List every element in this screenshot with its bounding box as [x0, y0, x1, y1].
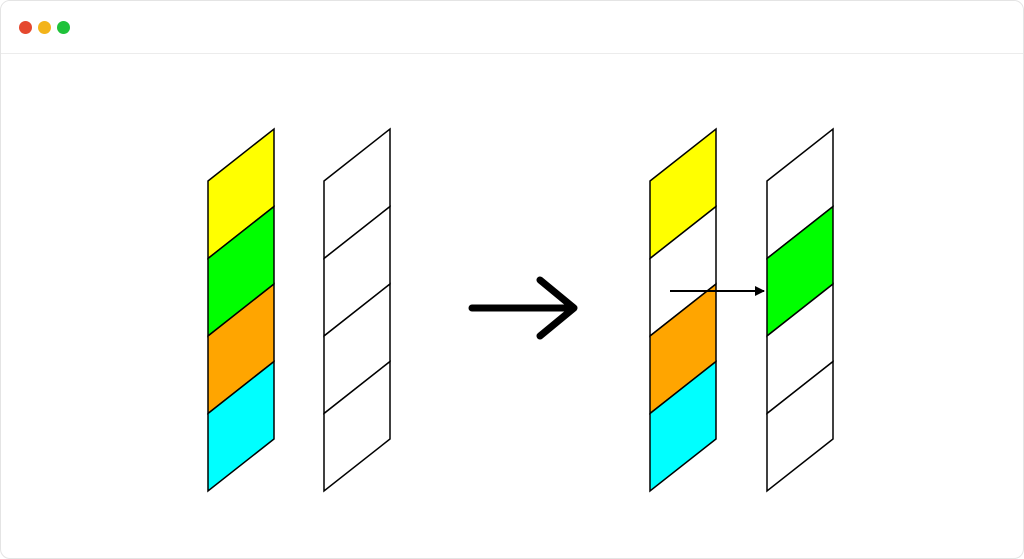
right-arrow-icon [468, 276, 578, 340]
memory-cell [207, 359, 275, 493]
before-target-column [323, 127, 391, 493]
after-state [649, 127, 834, 493]
zoom-window-button[interactable] [57, 21, 70, 34]
before-state [207, 127, 391, 493]
memory-cell [323, 359, 391, 493]
title-bar [1, 1, 1023, 54]
memory-cell [766, 359, 834, 493]
after-source-column [649, 127, 717, 493]
before-source-column [207, 127, 275, 493]
after-target-column [766, 127, 834, 493]
minimize-window-button[interactable] [38, 21, 51, 34]
memory-cell [649, 359, 717, 493]
close-window-button[interactable] [19, 21, 32, 34]
